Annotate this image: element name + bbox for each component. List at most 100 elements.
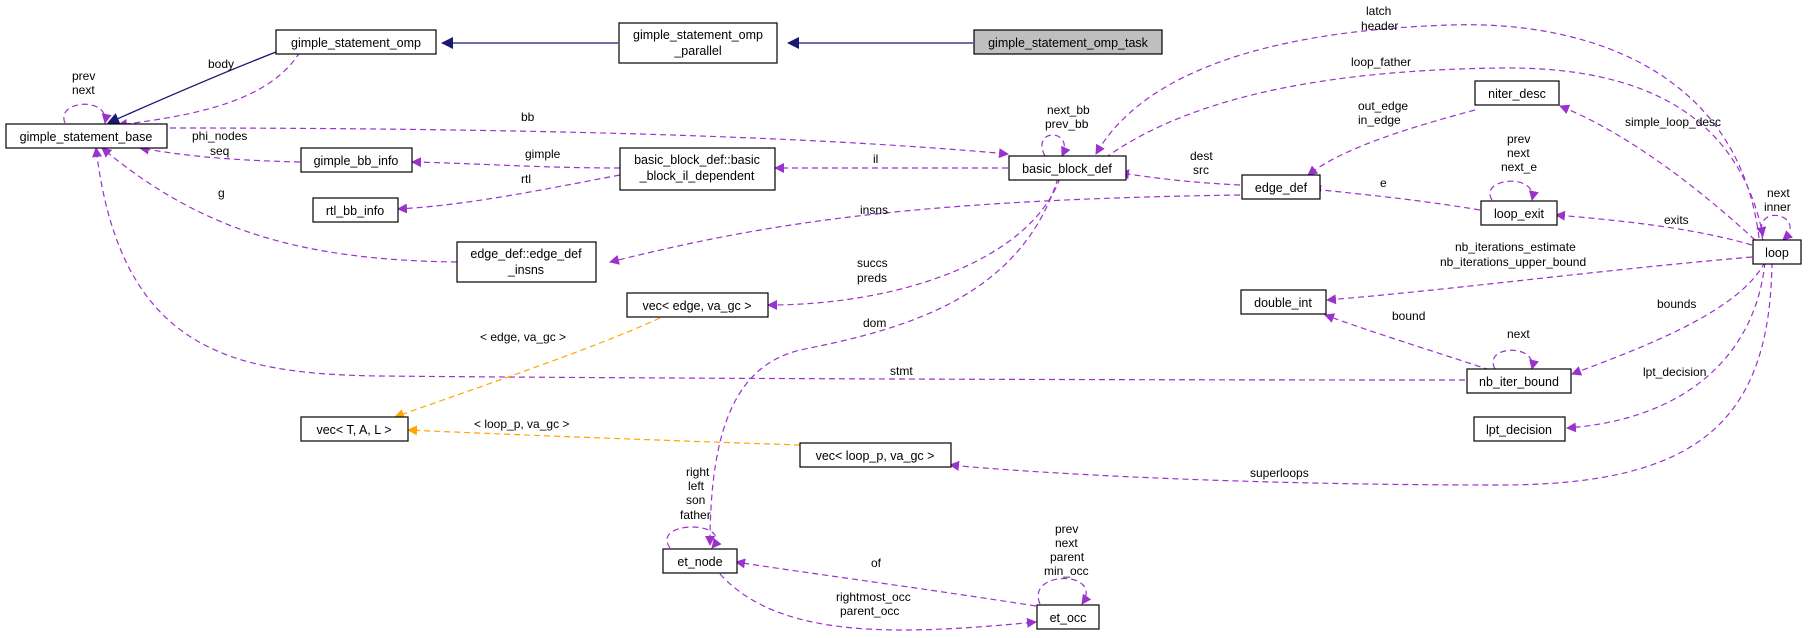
nodes: gimple_statement_omp_task gimple_stateme…: [5, 22, 1802, 630]
node-gimple-bb-info[interactable]: gimple_bb_info: [300, 147, 413, 173]
label-of: of: [871, 556, 882, 570]
label-dom: dom: [863, 316, 886, 330]
edge-bound: [1324, 313, 1491, 371]
edge-vec-edge-to-vec-t: [394, 317, 661, 419]
label-il: il: [873, 152, 878, 166]
edge-rtl: [397, 174, 621, 214]
node-label-line2: _insns: [507, 263, 544, 277]
node-label: double_int: [1254, 296, 1312, 310]
label-nb-iterations-estimate: nb_iterations_estimate: [1455, 240, 1576, 254]
node-label: et_node: [677, 555, 722, 569]
node-loop[interactable]: loop: [1752, 239, 1802, 265]
node-label: gimple_statement_base: [20, 130, 153, 144]
edge-body: [117, 51, 301, 129]
label-nb-next: next: [1507, 327, 1530, 341]
node-label-line1: edge_def::edge_def: [470, 247, 582, 261]
node-label-line1: basic_block_def::basic: [634, 153, 760, 167]
node-label-line2: _parallel: [673, 44, 721, 58]
label-bound: bound: [1392, 309, 1425, 323]
node-label: vec< T, A, L >: [316, 423, 391, 437]
label-edge-va-gc: < edge, va_gc >: [480, 330, 566, 344]
edge-latch-header: [1095, 24, 1760, 239]
label-latch: latch: [1366, 4, 1391, 18]
node-label: niter_desc: [1488, 87, 1546, 101]
label-parent: parent: [1050, 550, 1085, 564]
node-label: gimple_statement_omp: [291, 36, 421, 50]
label-insns: insns: [860, 203, 888, 217]
label-g: g: [218, 186, 225, 200]
node-lpt-decision[interactable]: lpt_decision: [1473, 416, 1566, 442]
edge-of: [735, 558, 1037, 607]
edge-g: [101, 147, 458, 263]
node-label: gimple_bb_info: [314, 154, 399, 168]
node-nb-iter-bound[interactable]: nb_iter_bound: [1466, 368, 1572, 394]
node-label: gimple_statement_omp_task: [988, 36, 1149, 50]
member-edges: [63, 24, 1793, 631]
node-gimple-statement-base[interactable]: gimple_statement_base: [5, 123, 168, 149]
node-label: basic_block_def: [1022, 162, 1112, 176]
node-gimple-statement-omp-parallel[interactable]: gimple_statement_omp _parallel: [618, 22, 778, 64]
label-exits: exits: [1664, 213, 1689, 227]
template-edges: [394, 317, 801, 446]
edge-succs-preds: [767, 177, 1061, 310]
node-niter-desc[interactable]: niter_desc: [1474, 80, 1560, 106]
edge-dom: [705, 177, 1059, 546]
node-et-node[interactable]: et_node: [662, 548, 738, 574]
label-superloops: superloops: [1250, 466, 1309, 480]
edge-out-in: [1307, 109, 1476, 176]
edge-loop-father: [1104, 67, 1767, 237]
edge-nbiter-self: [1492, 349, 1539, 370]
label-out-edge: out_edge: [1358, 99, 1408, 113]
node-vec-loop-p-va-gc[interactable]: vec< loop_p, va_gc >: [799, 442, 952, 468]
edge-phi-seq: [139, 144, 301, 163]
edge-exits: [1555, 210, 1753, 246]
node-vec-edge-va-gc[interactable]: vec< edge, va_gc >: [626, 292, 769, 318]
edge-insns: [609, 194, 1241, 265]
edge-bb-self: [1041, 134, 1071, 157]
label-rtl: rtl: [521, 172, 531, 186]
edge-lpt: [1566, 261, 1766, 433]
node-basic-block-def[interactable]: basic_block_def: [1008, 155, 1127, 181]
edge-dest-src: [1119, 169, 1241, 186]
label-preds: preds: [857, 271, 887, 285]
edge-nb-iterations: [1326, 256, 1753, 305]
label-le-prev: prev: [1507, 132, 1530, 146]
edge-etnode-self: [666, 526, 722, 549]
edge-simple-loop-desc: [1559, 104, 1756, 241]
edge-loop-self: [1760, 214, 1793, 241]
node-label-line2: _block_il_dependent: [639, 169, 755, 183]
label-nb-iterations-upper-bound: nb_iterations_upper_bound: [1440, 255, 1586, 269]
node-label: rtl_bb_info: [326, 204, 384, 218]
label-occ-next: next: [1055, 536, 1078, 550]
node-double-int[interactable]: double_int: [1240, 289, 1327, 315]
edge-omp-to-base: [107, 51, 277, 125]
edge-stmt: [92, 147, 1466, 381]
node-label-line1: gimple_statement_omp: [633, 28, 763, 42]
label-dest: dest: [1190, 149, 1213, 163]
label-loop-father: loop_father: [1351, 55, 1411, 69]
label-phi-nodes: phi_nodes: [192, 129, 247, 143]
label-le-next-e: next_e: [1501, 160, 1537, 174]
node-loop-exit[interactable]: loop_exit: [1480, 200, 1558, 226]
node-vec-t-a-l[interactable]: vec< T, A, L >: [300, 416, 409, 442]
label-son: son: [686, 493, 705, 507]
edge-superloops: [949, 261, 1773, 486]
label-succs: succs: [857, 256, 888, 270]
inheritance-edges: [107, 37, 973, 125]
label-parent-occ: parent_occ: [840, 604, 899, 618]
label-le-next: next: [1507, 146, 1530, 160]
node-et-occ[interactable]: et_occ: [1036, 604, 1100, 630]
node-rtl-bb-info[interactable]: rtl_bb_info: [312, 197, 399, 223]
edge-bb: [169, 127, 1009, 159]
edge-e: [1311, 184, 1481, 211]
label-loop-next: next: [1767, 186, 1790, 200]
node-label: vec< edge, va_gc >: [642, 299, 751, 313]
node-gimple-statement-omp-task[interactable]: gimple_statement_omp_task: [973, 29, 1163, 55]
node-gimple-statement-omp[interactable]: gimple_statement_omp: [275, 29, 437, 55]
node-edge-def-insns[interactable]: edge_def::edge_def _insns: [456, 241, 597, 283]
node-label: loop: [1765, 246, 1789, 260]
label-lpt-decision: lpt_decision: [1643, 365, 1706, 379]
node-edge-def[interactable]: edge_def: [1241, 174, 1321, 200]
edge-gimple: [411, 157, 621, 169]
node-basic-block-il-dependent[interactable]: basic_block_def::basic _block_il_depende…: [619, 147, 776, 191]
